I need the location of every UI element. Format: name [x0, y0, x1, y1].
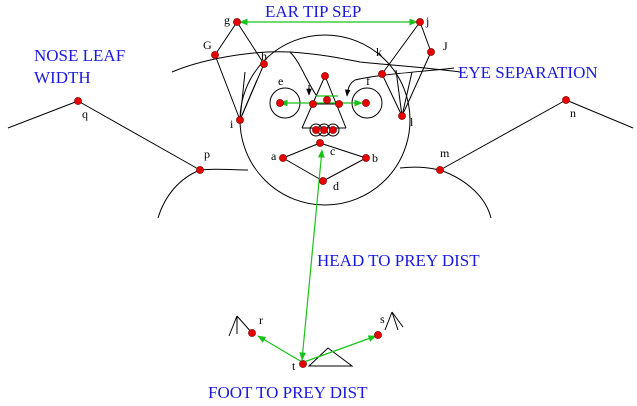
point-i [236, 116, 244, 124]
eye-separation-pointer [344, 67, 455, 97]
caption-head-to-prey-dist: HEAD TO PREY DIST [317, 251, 480, 270]
label-f: f [366, 74, 370, 88]
point-labels: g j G k J h e f i l q n p m a b c d r s … [82, 13, 576, 373]
label-r: r [259, 313, 263, 327]
point-nostril-right [329, 126, 337, 134]
point-l [398, 112, 406, 120]
point-a [279, 154, 287, 162]
caption-nose-leaf-width-line1: NOSE LEAF [34, 46, 125, 65]
label-p: p [204, 147, 210, 161]
point-t [299, 360, 307, 368]
label-k: k [376, 45, 382, 59]
label-a: a [271, 149, 277, 163]
right-wing [399, 99, 634, 219]
point-nostril-left [312, 126, 320, 134]
point-eye-left [276, 99, 284, 107]
nose-brow-curve [289, 51, 317, 96]
label-e: e [278, 74, 283, 88]
point-nostril-center [320, 126, 328, 134]
point-j [416, 18, 424, 26]
label-G: G [203, 38, 212, 52]
point-nose-center [323, 96, 331, 104]
point-G [211, 51, 219, 59]
head-to-prey-arrow [299, 149, 325, 361]
label-b: b [372, 151, 378, 165]
point-nose-right [335, 100, 343, 108]
label-d: d [333, 179, 339, 193]
caption-ear-tip-sep: EAR TIP SEP [265, 2, 361, 21]
foot-to-prey-arrow-left [257, 335, 303, 363]
point-k [378, 70, 386, 78]
caption-foot-to-prey-dist: FOOT TO PREY DIST [208, 383, 368, 402]
point-p [196, 166, 204, 174]
left-wing [7, 100, 249, 219]
label-g: g [224, 13, 230, 27]
mouth-diamond [282, 142, 367, 182]
caption-eye-separation: EYE SEPARATION [458, 63, 598, 82]
point-d [319, 177, 327, 185]
point-J [427, 48, 435, 56]
point-nose-tip [321, 72, 329, 80]
label-q: q [82, 107, 88, 121]
point-q [74, 97, 82, 105]
right-ear [381, 21, 432, 117]
point-nose-left [309, 100, 317, 108]
measurement-captions: EAR TIP SEP NOSE LEAF WIDTH EYE SEPARATI… [34, 2, 598, 402]
label-J: J [443, 39, 448, 53]
point-m [436, 166, 444, 174]
foot-to-prey-arrow-right [303, 335, 377, 363]
left-ear [214, 21, 265, 121]
ear-brow-curve [171, 51, 461, 73]
landmark-points [74, 18, 570, 368]
point-s [374, 331, 382, 339]
prey-triangle [307, 347, 354, 367]
label-n: n [570, 106, 576, 120]
label-m: m [440, 146, 450, 160]
label-j: j [425, 14, 429, 28]
point-c [316, 139, 324, 147]
point-h [260, 60, 268, 68]
label-c: c [330, 144, 335, 158]
label-l: l [410, 115, 414, 129]
label-h: h [261, 49, 267, 63]
label-t: t [292, 359, 296, 373]
point-g [233, 18, 241, 26]
label-i: i [230, 117, 234, 131]
label-s: s [380, 312, 385, 326]
caption-nose-leaf-width-line2: WIDTH [34, 68, 91, 87]
right-foot [384, 311, 404, 331]
point-eye-right [362, 99, 370, 107]
point-b [362, 154, 370, 162]
point-n [562, 96, 570, 104]
point-r [248, 329, 256, 337]
